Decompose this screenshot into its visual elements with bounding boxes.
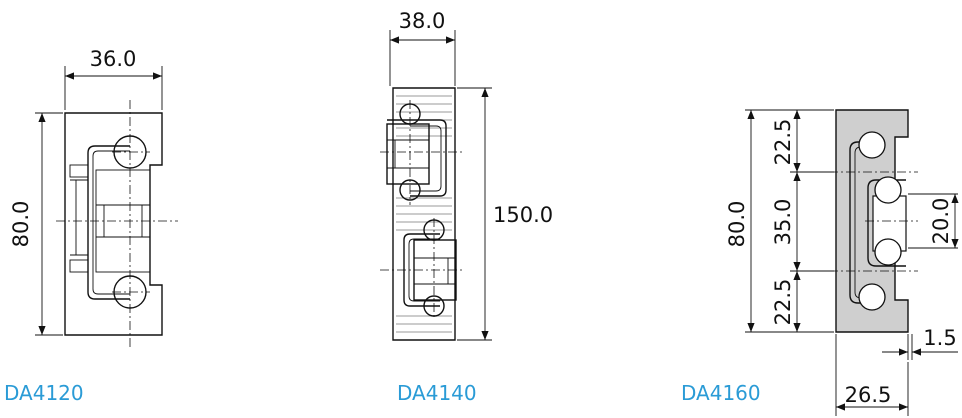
da4160-top-label: 22.5 xyxy=(771,119,795,166)
da4140-width-label: 38.0 xyxy=(399,9,446,33)
da4160-width-label: 26.5 xyxy=(845,383,892,407)
da4140-height-label: 150.0 xyxy=(493,203,553,227)
da4160-inner-label: 20.0 xyxy=(929,198,953,245)
da4120-rail xyxy=(87,145,130,300)
da4160-height-label: 80.0 xyxy=(725,201,749,248)
da4140-outline xyxy=(392,87,456,341)
da4160-bottom-label: 22.5 xyxy=(771,279,795,326)
da4120-caption: DA4120 xyxy=(4,381,84,405)
da4120-height-label: 80.0 xyxy=(9,201,33,248)
da4160-gap-label: 1.5 xyxy=(923,326,956,350)
da4140-hatching xyxy=(396,95,452,333)
da4120-outline xyxy=(64,112,163,336)
da4120-width-label: 36.0 xyxy=(90,47,137,71)
da4120-drawing: 36.0 80.0 xyxy=(9,47,178,348)
da4140-caption: DA4140 xyxy=(397,381,477,405)
da4140-drawing: 38.0 150.0 xyxy=(380,9,553,341)
da4160-drawing: 80.0 22.5 35.0 22.5 20.0 1.5 26.5 xyxy=(725,109,959,416)
da4160-caption: DA4160 xyxy=(681,381,761,405)
da4160-middle-label: 35.0 xyxy=(771,199,795,246)
